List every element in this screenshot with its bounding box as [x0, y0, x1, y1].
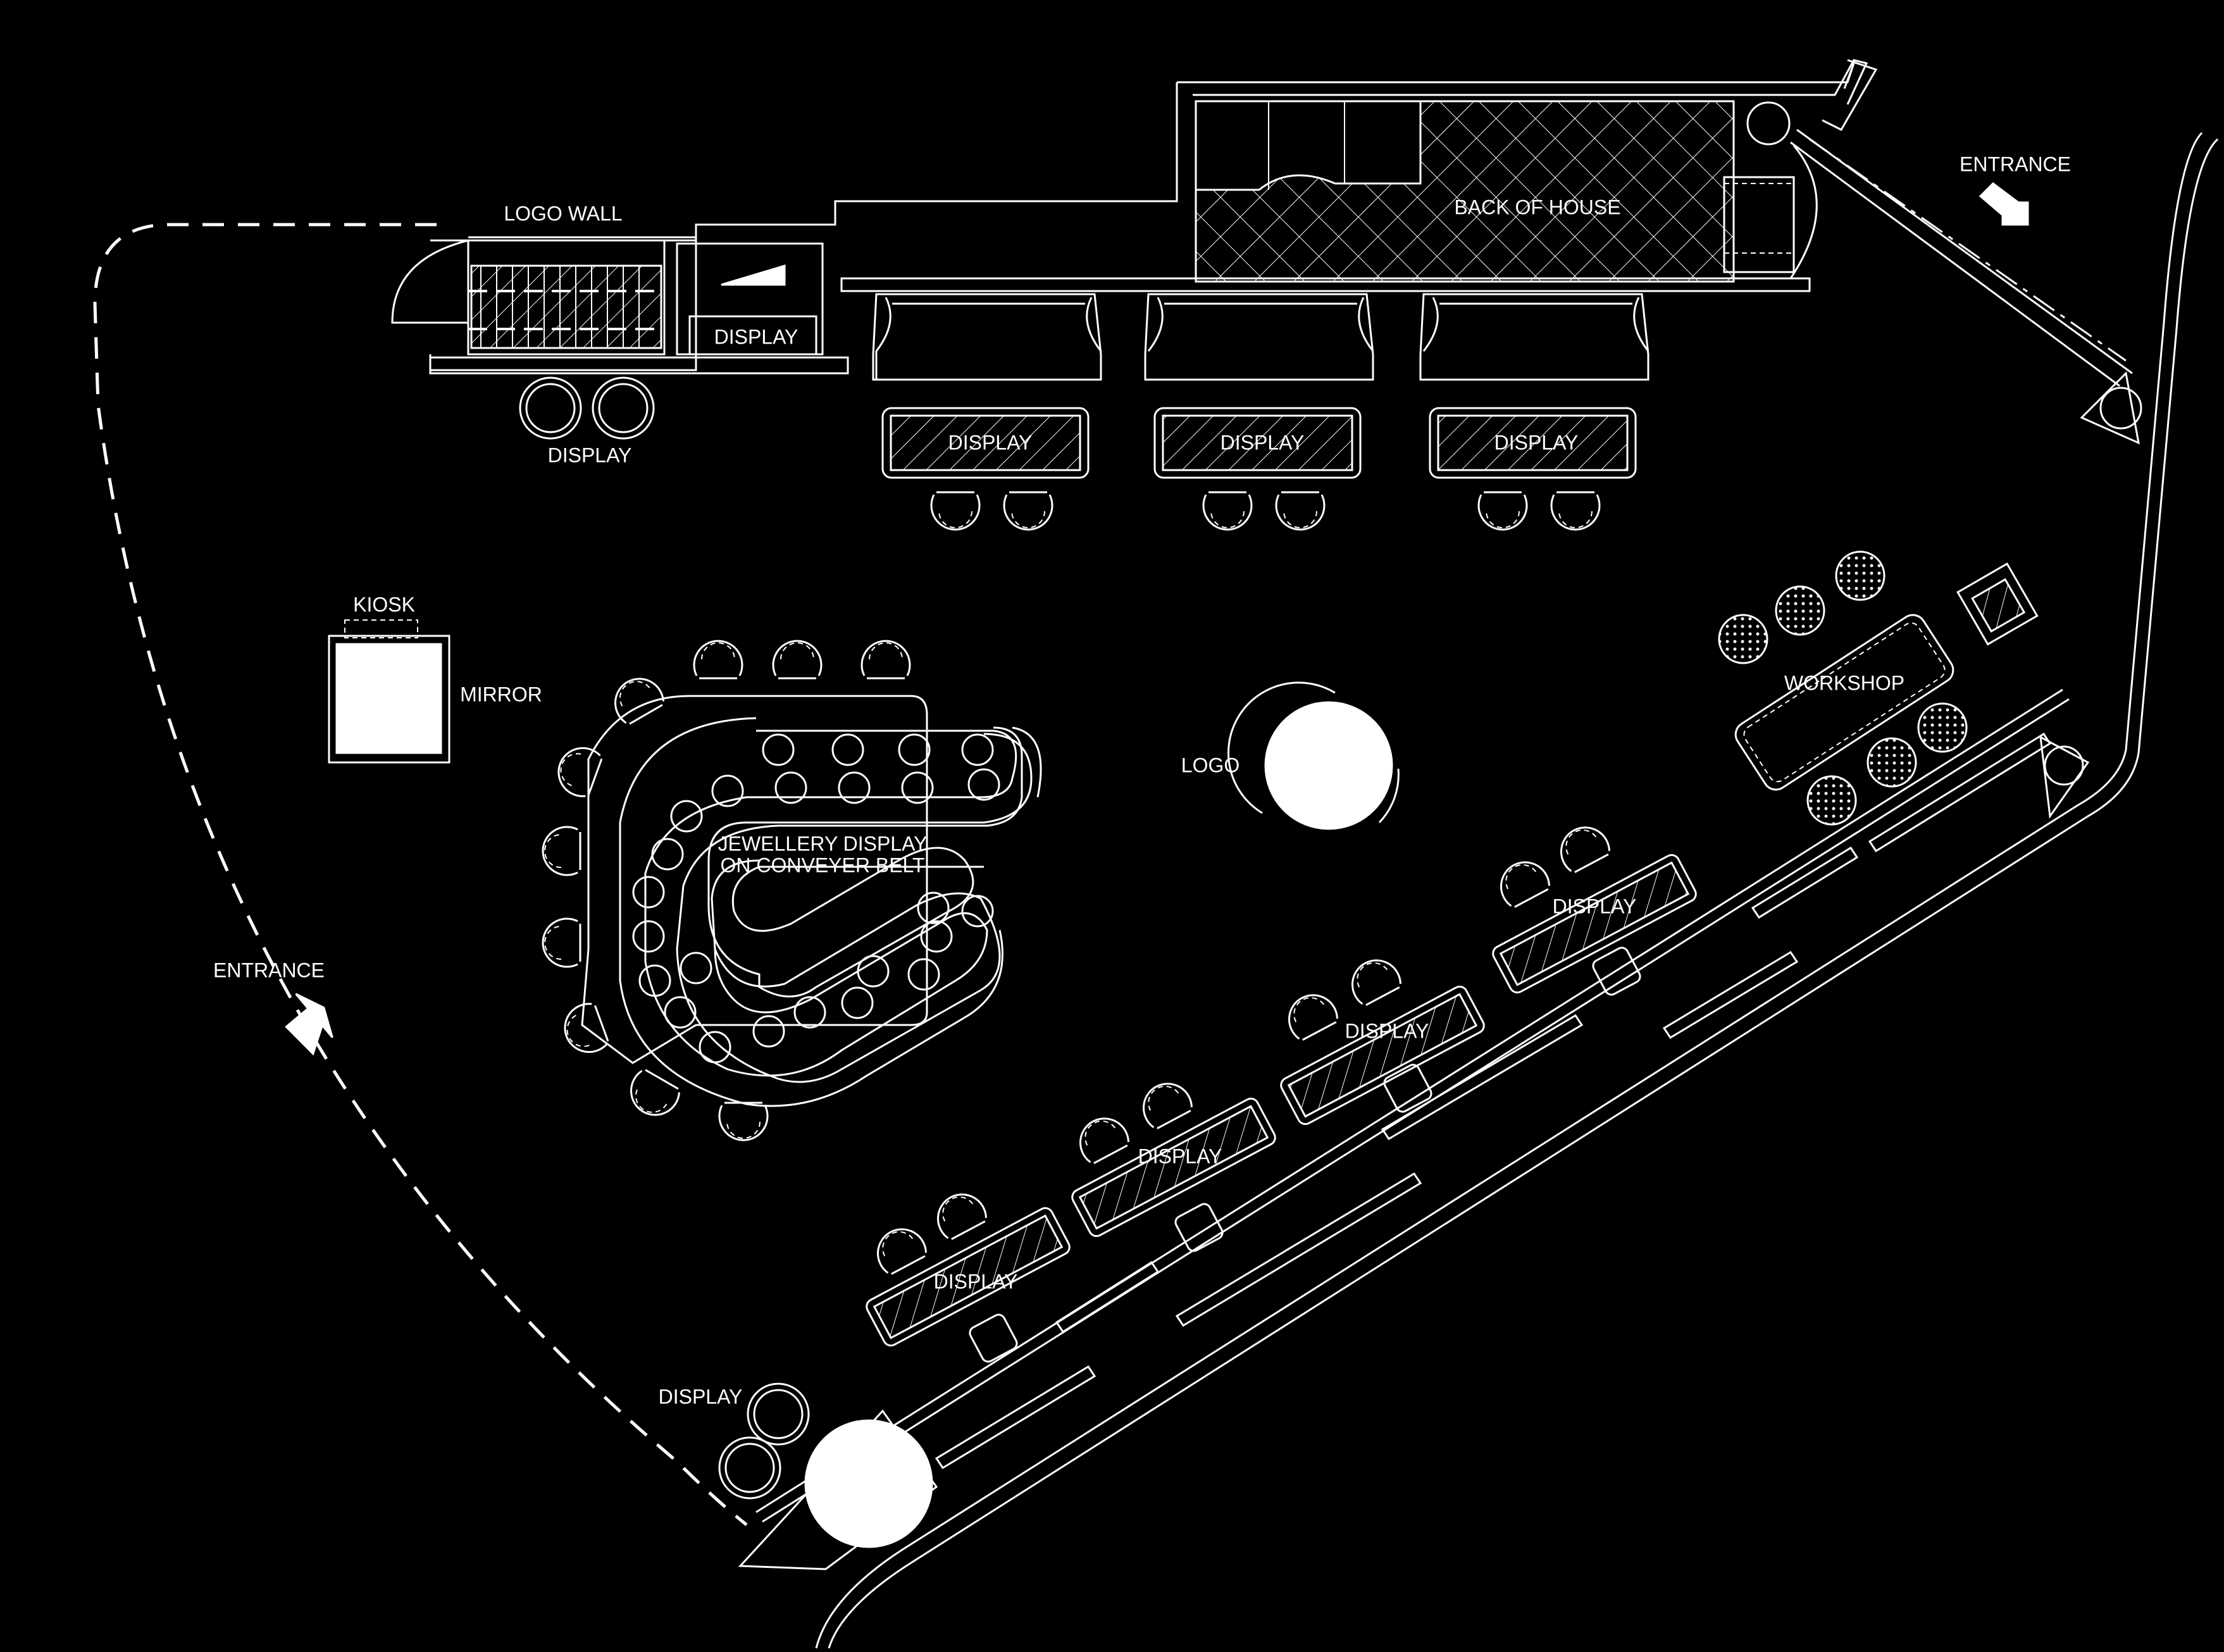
entrance-wall-top-inner: [1790, 141, 2120, 387]
back-wall-slant: [1822, 59, 1878, 131]
storefront-wall: [755, 688, 2063, 1513]
diag-display-1-label: DISPLAY: [934, 1270, 1018, 1293]
column-top-right: [2080, 371, 2140, 445]
logo-wall-panel: [467, 239, 666, 356]
logo-wall-label: LOGO WALL: [504, 202, 622, 225]
round-display-2: [592, 376, 655, 440]
conveyor-chairs: [542, 640, 911, 1141]
bar-counter-1: [872, 293, 1102, 381]
diag-display-3: [1280, 985, 1485, 1126]
round-display-1: [519, 376, 582, 440]
conveyor-belt: [676, 726, 1023, 1083]
wall-display-label: DISPLAY: [714, 325, 798, 348]
diag-stools: [969, 947, 1641, 1363]
diag-display-2-label: DISPLAY: [1138, 1145, 1222, 1167]
diag-display-3-label: DISPLAY: [1345, 1019, 1429, 1042]
wall-display-box: [688, 315, 817, 356]
logo-disc: [1264, 701, 1393, 830]
jewellery-label-line2: ON CONVEYER BELT: [720, 854, 924, 876]
mirror-label: MIRROR: [460, 683, 542, 705]
glazing-strips: [935, 732, 2052, 1470]
site-boundary-right-inner: [815, 132, 2203, 1649]
entrance-wall-top-dashed: [1809, 138, 2127, 362]
display-case-2: [1153, 407, 1362, 479]
back-shelf: [840, 277, 1811, 292]
workshop-chairs: [1718, 550, 1968, 826]
diag-display-1: [866, 1207, 1071, 1347]
diag-display-4-label: DISPLAY: [1553, 895, 1637, 917]
round-display-bottom: [718, 1382, 810, 1500]
jewellery-label-line1: JEWELLERY DISPLAY: [718, 832, 928, 855]
logo-wall-slats: [468, 264, 662, 349]
display-case-3-label: DISPLAY: [1494, 431, 1579, 454]
bar-counter-2: [1144, 293, 1374, 381]
logo-ring: [1227, 681, 1400, 824]
workshop-side-chair: [1956, 562, 2039, 646]
bar-counter-3: [1419, 293, 1649, 381]
kiosk-top: [344, 619, 418, 638]
column-top-right-circle: [2099, 387, 2142, 430]
logo-wall-base: [429, 356, 849, 375]
kiosk-frame: [328, 635, 450, 764]
conveyor-items: [632, 733, 1000, 1064]
conveyor-platform: [581, 695, 928, 1064]
entrance-left-label: ENTRANCE: [213, 959, 325, 981]
round-display-top-label: DISPLAY: [548, 444, 632, 466]
display-case-3: [1429, 407, 1637, 479]
display-case-2-label: DISPLAY: [1221, 431, 1305, 454]
logo-wall-door: [391, 239, 469, 324]
round-display-bottom-label: DISPLAY: [659, 1385, 743, 1408]
back-of-house-counter: [1195, 100, 1422, 191]
mirror: [335, 643, 442, 754]
kiosk-label: KIOSK: [353, 593, 415, 616]
bar-chairs: [930, 491, 1601, 531]
entrance-top-label: ENTRANCE: [1960, 152, 2071, 175]
back-of-house-label: BACK OF HOUSE: [1454, 196, 1620, 218]
back-wall-top: [1193, 59, 1868, 105]
site-boundary-right: [828, 138, 2218, 1649]
display-case-1: [881, 407, 1090, 479]
site-boundary-dashed: [93, 223, 748, 1526]
workshop-label: WORKSHOP: [1784, 671, 1904, 694]
entrance-arrow-left-icon: [285, 993, 333, 1056]
wall-display-wedge: [721, 264, 786, 286]
diag-display-4: [1492, 854, 1697, 994]
column-top: [1746, 101, 1791, 146]
column-right: [2039, 735, 2090, 819]
column-right-circle: [2044, 745, 2084, 786]
diag-display-2: [1071, 1097, 1276, 1238]
back-of-house: [1195, 100, 1735, 283]
workshop-table: [1734, 614, 1954, 791]
entrance-arrow-top-icon: [1979, 182, 2029, 226]
logo-label: LOGO: [1181, 754, 1239, 776]
column-bottom-disc: [804, 1419, 933, 1548]
display-case-1-label: DISPLAY: [948, 431, 1033, 454]
